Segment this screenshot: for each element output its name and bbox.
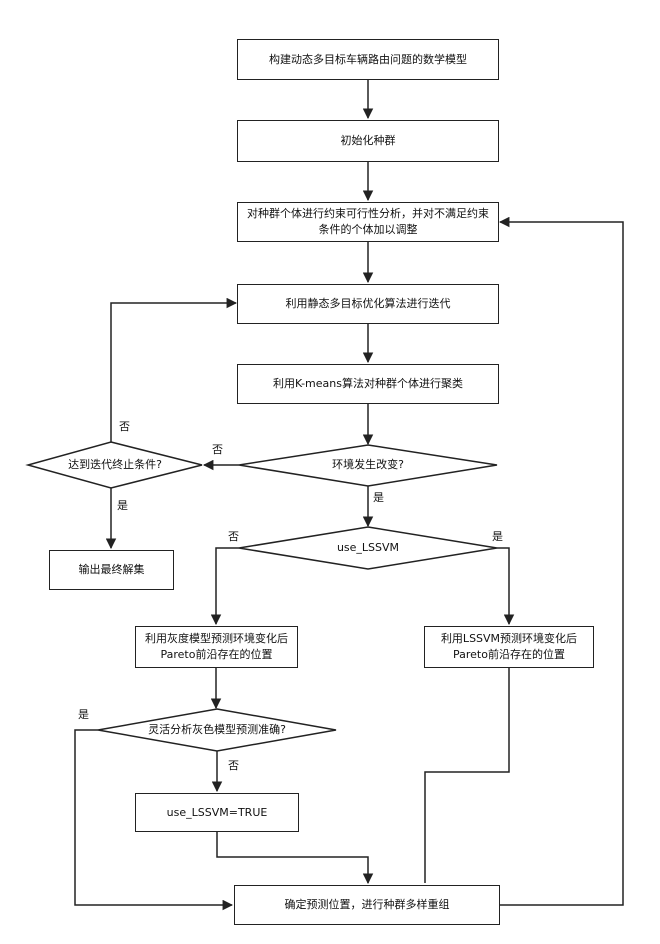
decision-environment-changed-text: 环境发生改变?: [280, 456, 456, 474]
arrow-d3-lssvm: [497, 548, 509, 624]
label-d1-no: 否: [212, 444, 223, 456]
label-d4-yes: 是: [78, 709, 89, 721]
decision-termination-condition-text: 达到迭代终止条件?: [40, 456, 190, 474]
step-constraint-analysis: 对种群个体进行约束可行性分析，并对不满足约束条件的个体加以调整: [237, 202, 499, 242]
decision-grey-model-accurate-text: 灵活分析灰色模型预测准确?: [120, 721, 314, 739]
step-set-use-lssvm: use_LSSVM=TRUE: [135, 793, 299, 832]
label-d3-no: 否: [228, 531, 239, 543]
step-build-model: 构建动态多目标车辆路由问题的数学模型: [237, 39, 499, 80]
decision-use-lssvm-text: use_LSSVM: [290, 539, 446, 557]
step-output-solutions: 输出最终解集: [49, 550, 174, 590]
step-population-recombination: 确定预测位置，进行种群多样重组: [234, 885, 500, 925]
arrow-d3-grey: [216, 548, 239, 624]
step-lssvm-predict: 利用LSSVM预测环境变化后Pareto前沿存在的位置: [424, 626, 594, 668]
step-grey-model-predict: 利用灰度模型预测环境变化后Pareto前沿存在的位置: [135, 626, 298, 668]
label-d4-no: 否: [228, 760, 239, 772]
label-d3-yes: 是: [492, 531, 503, 543]
step-kmeans-cluster: 利用K-means算法对种群个体进行聚类: [237, 364, 499, 404]
step-init-population: 初始化种群: [237, 120, 499, 162]
arrow-lssvm-final: [425, 668, 509, 883]
label-d2-no: 否: [119, 421, 130, 433]
step-static-optimization: 利用静态多目标优化算法进行迭代: [237, 284, 499, 324]
label-d2-yes: 是: [117, 500, 128, 512]
label-d1-yes: 是: [373, 492, 384, 504]
arrow-final-loop-n3: [500, 222, 623, 905]
arrow-set-final: [217, 832, 368, 883]
